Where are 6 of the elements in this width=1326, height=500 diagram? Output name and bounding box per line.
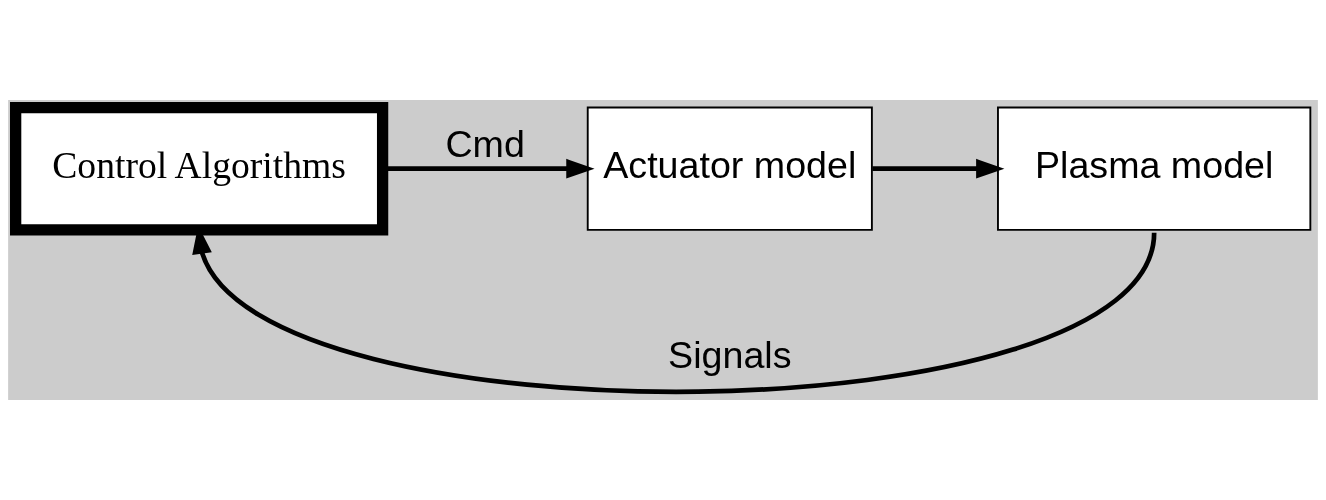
node-box: Actuator model	[586, 106, 873, 231]
node-box: Control Algorithms	[10, 101, 389, 236]
edge-label: Signals	[668, 334, 792, 377]
edge-label: Cmd	[445, 123, 525, 166]
node-box: Plasma model	[997, 106, 1312, 231]
arrow	[872, 158, 1005, 179]
